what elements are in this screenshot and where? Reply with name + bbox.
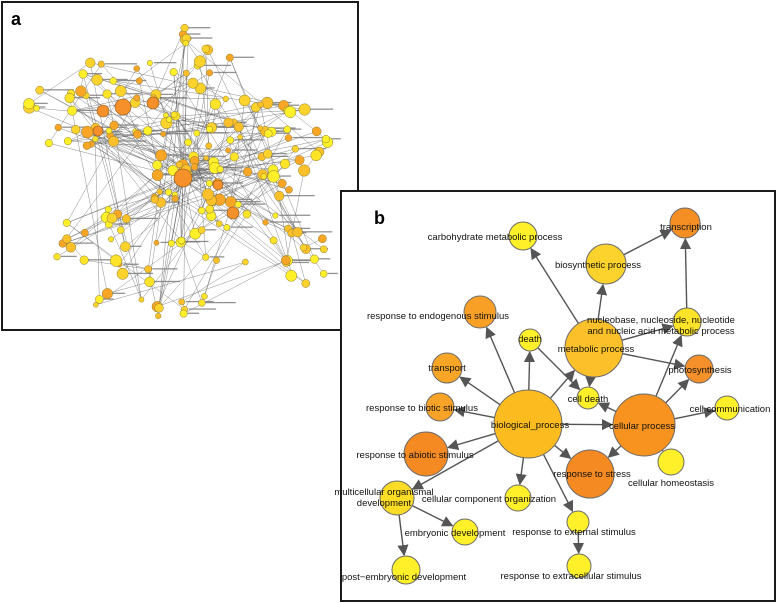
edge-multicellular-to-embryonic_development: [411, 504, 454, 527]
edge-nucleobase-to-transcription: [679, 237, 692, 309]
edge-biological_process-to-response_to_endogenous_stimulus: [485, 326, 516, 394]
edge-biological_process-to-response_to_abiotic_stimulus: [446, 432, 496, 451]
edge-death-to-cell_death: [537, 347, 581, 391]
node-cellular-process: [612, 393, 676, 457]
panel-a-label: a: [11, 9, 22, 29]
node-label-response-to-endogenous-stimulus: response to endogenous stimulus: [367, 311, 509, 322]
node-nucleobase: [672, 307, 702, 337]
node-biosynthetic-process: [585, 243, 627, 285]
node-label-cellular-homeostasis: cellular homeostasis: [628, 478, 714, 489]
panel-a-network-graph: [23, 24, 341, 320]
node-cellular-homeostasis: [657, 448, 685, 476]
edge-biological_process-to-response_to_external_stimulus: [542, 453, 574, 513]
node-label-death: death: [518, 334, 542, 345]
node-label-cellular-component-organization: cellular component organization: [422, 494, 556, 505]
node-biological-process: [493, 389, 563, 459]
node-photosynthesis: [684, 354, 714, 384]
panel-b-go-term-graph: b biological_process metabolic process cel…: [334, 190, 776, 602]
node-label-carbohydrate-metabolic-process: carbohydrate metabolic process: [428, 232, 563, 243]
node-label-response-to-biotic-stimulus: response to biotic stimulus: [366, 403, 478, 414]
node-label-photosynthesis: photosynthesis: [668, 365, 732, 376]
node-label-response-to-abiotic-stimulus: response to abiotic stimulus: [356, 450, 473, 461]
node-carbohydrate-metabolic-process: [508, 221, 538, 251]
node-label-transport: transport: [428, 363, 466, 374]
edge-metabolic_process-to-carbohydrate_metabolic_process: [530, 247, 580, 324]
node-label-metabolic-process: metabolic process: [558, 344, 635, 355]
edge-biological_process-to-death: [523, 350, 536, 391]
edge-cellular_process-to-cell_communication: [674, 407, 716, 420]
node-response-to-extracellular-stimulus: [566, 553, 592, 579]
panel-a-network-overview: a: [1, 1, 359, 331]
node-label-cell-communication: cell communication: [690, 404, 771, 415]
node-response-to-endogenous-stimulus: [463, 295, 497, 329]
node-cell-death: [576, 386, 600, 410]
edge-cellular_process-to-response_to_stress: [607, 445, 622, 458]
edge-cellular_process-to-cell_death: [597, 402, 617, 413]
edge-cellular_process-to-photosynthesis: [665, 378, 690, 404]
node-label-transcription: transcription: [660, 222, 712, 233]
edge-metabolic_process-to-cell_death: [585, 375, 597, 388]
node-post-embryonic-development: [391, 555, 421, 585]
panel-b-label: b: [374, 208, 385, 228]
edge-biosynthetic_process-to-transcription: [623, 229, 672, 256]
edge-biological_process-to-multicellular: [411, 440, 499, 490]
edge-biological_process-to-response_to_biotic_stimulus: [453, 406, 495, 419]
node-response-to-stress: [565, 449, 615, 499]
edge-biological_process-to-cellular_component_organization: [515, 457, 527, 486]
node-multicellular: [379, 480, 415, 516]
panel-b-network-graph: biological_process metabolic process cellu…: [334, 207, 771, 585]
edge-multicellular-to-post_embryonic_development: [397, 514, 409, 557]
node-death: [518, 328, 542, 352]
node-metabolic-process: [564, 318, 624, 378]
edge-cellular_process-to-nucleobase: [655, 334, 683, 397]
node-response-to-abiotic-stimulus: [403, 431, 449, 477]
node-label-biosynthetic-process: biosynthetic process: [555, 260, 641, 271]
node-label-cellular-process: cellular process: [609, 421, 675, 432]
node-label-response-to-extracellular-stimulus: response to extracellular stimulus: [501, 571, 642, 582]
edge-metabolic_process-to-biosynthetic_process: [596, 283, 608, 320]
edge-biological_process-to-transport: [459, 376, 501, 406]
node-label-biological-process: biological_process: [491, 420, 569, 431]
node-cellular-component-organization: [504, 484, 532, 512]
node-label-post-embryonic-development: post−embryonic development: [342, 572, 467, 583]
node-transcription: [669, 207, 701, 239]
edge-metabolic_process-to-nucleobase: [621, 323, 674, 341]
node-transport: [431, 352, 463, 384]
node-label-response-to-external-stimulus: response to external stimulus: [512, 527, 636, 538]
node-label-response-to-stress: response to stress: [553, 469, 631, 480]
edge-metabolic_process-to-photosynthesis: [622, 353, 686, 370]
node-cell-communication: [714, 395, 740, 421]
node-label-cell-death: cell death: [568, 394, 609, 405]
node-response-to-biotic-stimulus: [425, 392, 455, 422]
edge-biological_process-to-response_to_stress: [554, 444, 572, 460]
node-embryonic-development: [451, 518, 479, 546]
node-response-to-external-stimulus: [566, 510, 590, 534]
node-label-embryonic-development: embryonic development: [405, 528, 506, 539]
panel-a-nodes: [23, 24, 334, 320]
edge-biological_process-to-metabolic_process: [549, 369, 576, 399]
